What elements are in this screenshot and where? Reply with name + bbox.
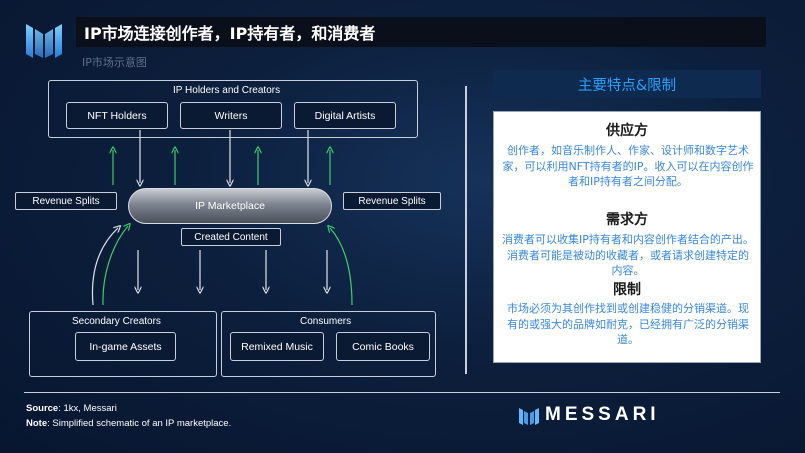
messari-logo-icon [26,24,62,58]
features-header: 主要特点&限制 [493,70,761,98]
demand-title: 需求方 [606,212,648,228]
note-label: Note [26,418,48,429]
holder-item-nft: NFT Holders [66,102,168,129]
note-text: : Simplified schematic of an IP marketpl… [47,418,232,429]
created-content-tag: Created Content [181,228,281,246]
messari-wordmark: MESSARI [545,404,660,425]
title-bar [76,17,766,47]
holder-item-writers: Writers [180,102,282,129]
consumer-item-music: Remixed Music [230,332,324,361]
curved-arrow-icon [91,228,118,306]
source-label: Source [26,403,59,414]
limits-text: 市场必须为其创作找到或创建稳健的分销渠道。现有的或强大的品牌如耐克，已经拥有广泛… [507,302,749,346]
secondary-creators-group [29,311,217,377]
diagram-connectors [91,130,353,306]
vertical-divider [465,86,467,374]
footer-note: Note: Simplified schematic of an IP mark… [26,418,231,429]
holders-group [48,80,418,138]
consumers-label: Consumers [300,316,352,327]
revenue-splits-left: Revenue Splits [15,192,117,210]
limits-title: 限制 [613,282,641,298]
secondary-item-ingame: In-game Assets [75,332,176,361]
source-text: : 1kx, Messari [58,403,117,414]
page-subtitle: IP市场示意图 [82,56,147,69]
holders-group-label: IP Holders and Creators [173,85,281,96]
curved-arrow-icon [330,228,353,306]
secondary-creators-label: Secondary Creators [72,316,161,327]
features-panel: 供应方 创作者，如音乐制作人、作家、设计师和数字艺术家，可以利用NFT持有者的I… [493,111,761,363]
horizontal-divider [24,392,780,393]
consumers-group [221,311,436,377]
demand-text: 消费者可以收集IP持有者和内容创作者结合的产出。消费者可能是被动的收藏者，或者请… [502,233,754,277]
supply-title: 供应方 [606,123,648,139]
holder-item-artists: Digital Artists [294,102,396,129]
consumer-item-comics: Comic Books [336,332,430,361]
ip-marketplace: IP Marketplace [128,188,332,224]
revenue-splits-right: Revenue Splits [343,192,441,210]
curved-arrow-icon [102,226,128,306]
page-title: IP市场连接创作者，IP持有者，和消费者 [84,24,376,43]
footer-source: Source: 1kx, Messari [26,403,117,414]
messari-logo-icon [519,408,539,425]
supply-text: 创作者，如音乐制作人、作家、设计师和数字艺术家，可以利用NFT持有者的IP。收入… [502,144,754,188]
